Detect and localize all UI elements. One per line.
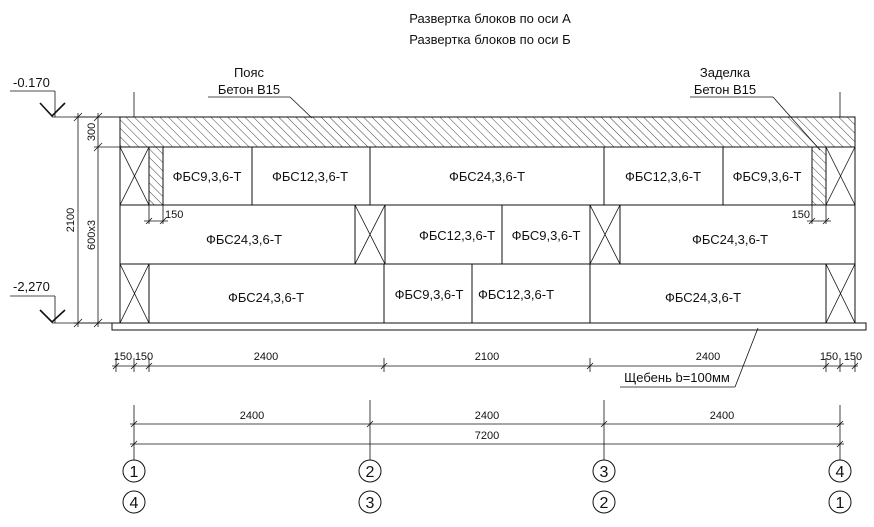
axis-bubble-top [122,459,146,483]
dim-chain1-label: 2400 [696,351,720,363]
embed-strip-right [811,146,827,206]
axis-bubble-bottom [828,490,852,514]
dim-belt-height: 300 [86,123,98,141]
axis-label-top: 2 [366,464,375,481]
axis-label-top: 1 [130,464,139,481]
gravel-base [111,322,867,331]
dim-chain-2 [130,420,844,428]
callout-embed-material: Бетон В15 [694,82,756,97]
block-label: ФБС24,3,6-Т [206,232,282,247]
callout-embed-title: Заделка [700,65,751,80]
dim-label-left-gap: 150 [165,209,183,221]
callout-embed [690,96,821,151]
callout-belt [208,96,313,119]
dim-total-label: 7200 [475,430,499,442]
dim-chain1-label: 2100 [475,351,499,363]
block-label: ФБС9,3,6-Т [395,287,464,302]
dim-total-line [130,440,844,448]
callout-gravel [620,327,759,388]
row-2-dividers [354,205,621,264]
block-label: ФБС24,3,6-Т [692,232,768,247]
dim-label-right-gap: 150 [792,209,810,221]
axis-label-top: 3 [600,464,609,481]
vertical-dim-lines [73,112,120,328]
dim-chain2-label: 2400 [475,410,499,422]
title-axis-b: Развертка блоков по оси Б [409,32,570,47]
embed-strip-left [148,146,164,206]
fill-cell-r2-a [354,204,386,265]
block-label: ФБС24,3,6-Т [228,290,304,305]
fill-cell-r1-right [825,146,856,206]
axis-bubble-bottom [358,490,382,514]
callout-belt-material: Бетон В15 [218,82,280,97]
block-label: ФБС12,3,6-Т [419,228,495,243]
small-dim-left [144,205,168,225]
axis-label-bottom: 2 [600,495,609,512]
axis-bubble-bottom [122,490,146,514]
axis-bubbles [122,459,852,514]
level-mark-bottom [10,295,112,324]
axis-label-bottom: 1 [836,495,845,512]
block-label: ФБС9,3,6-Т [173,169,242,184]
dim-chain1-label: 150 [135,351,153,363]
dim-chain-1 [112,358,859,372]
axis-lines [133,92,841,460]
axis-bubble-top [358,459,382,483]
dim-chain1-label: 150 [844,351,862,363]
dim-chain2-label: 2400 [710,410,734,422]
block-label: ФБС9,3,6-Т [512,228,581,243]
dim-chain1-label: 150 [114,351,132,363]
fill-cell-r2-b [589,204,621,265]
fill-cell-r3-right [825,263,856,324]
axis-label-bottom: 3 [366,495,375,512]
dim-rows-height: 600x3 [86,220,98,250]
fill-cells [119,146,856,324]
concrete-belt [119,116,856,148]
block-label: ФБС12,3,6-Т [272,169,348,184]
callout-gravel-label: Щебень b=100мм [624,370,730,385]
axis-label-top: 4 [836,464,845,481]
small-dim-right [807,205,831,225]
block-label: ФБС12,3,6-Т [478,287,554,302]
axis-bubble-bottom [592,490,616,514]
axis-bubble-top [828,459,852,483]
row-3-dividers [148,264,827,323]
axis-bubble-top [592,459,616,483]
dim-total-height: 2100 [65,208,77,232]
block-label: ФБС24,3,6-Т [665,290,741,305]
title-axis-a: Развертка блоков по оси А [409,11,571,26]
dim-chain1-label: 150 [820,351,838,363]
block-label: ФБС12,3,6-Т [625,169,701,184]
dim-chain2-label: 2400 [240,410,264,422]
block-label: ФБС24,3,6-Т [449,169,525,184]
dim-chain1-label: 2400 [254,351,278,363]
fill-cell-r3-left [119,263,150,324]
fill-cell-r1-left [119,146,150,206]
level-bottom-label: -2,270 [13,279,50,294]
block-label: ФБС9,3,6-Т [733,169,802,184]
level-top-label: -0.170 [13,75,50,90]
callout-belt-title: Пояс [234,65,265,80]
axis-label-bottom: 4 [130,495,139,512]
level-mark-top [10,90,120,118]
